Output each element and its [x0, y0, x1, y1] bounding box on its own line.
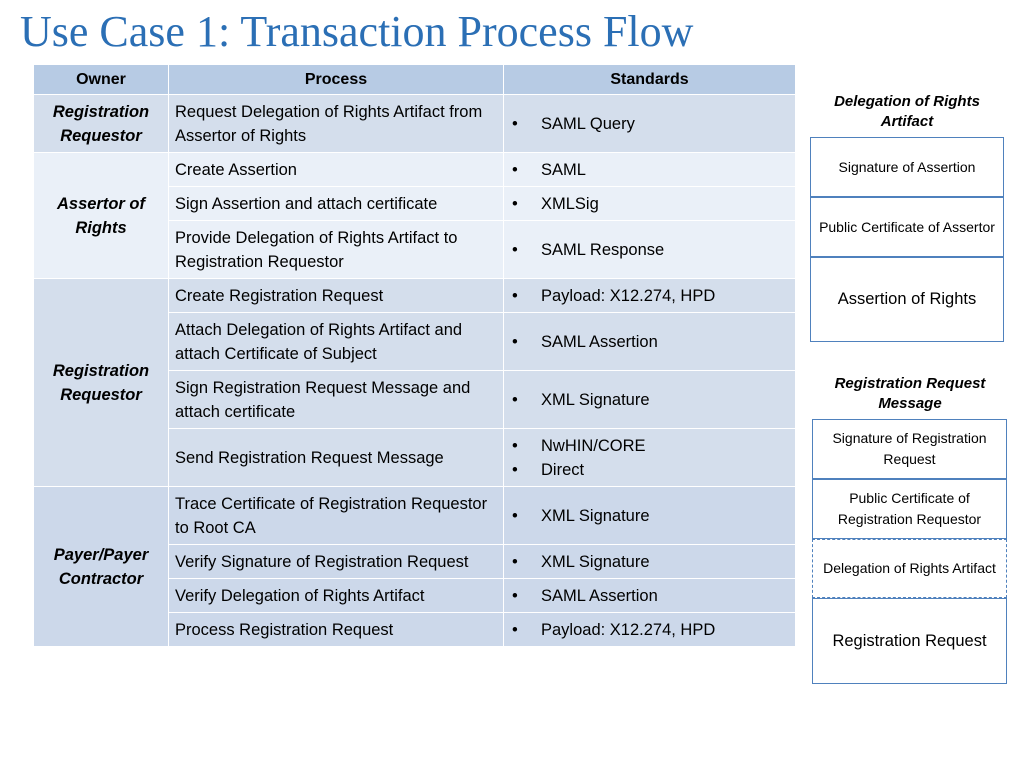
message-signature-box: Signature of Registration Request: [812, 419, 1007, 479]
process-flow-table: Owner Process Standards Registration Req…: [33, 64, 796, 647]
standard-item: SAML Assertion: [510, 584, 789, 608]
process-cell: Request Delegation of Rights Artifact fr…: [168, 94, 504, 153]
table-row: Registration Requestor Request Delegatio…: [33, 94, 796, 153]
process-cell: Attach Delegation of Rights Artifact and…: [168, 312, 504, 371]
standards-cell: SAML Query: [503, 94, 796, 153]
artifact-signature-box: Signature of Assertion: [810, 137, 1004, 197]
standard-item: Payload: X12.274, HPD: [510, 284, 789, 308]
standards-cell: XML Signature: [503, 486, 796, 545]
standard-item: XML Signature: [510, 388, 789, 412]
table-row: Verify Signature of Registration Request…: [34, 544, 796, 579]
table-row: Process Registration Request Payload: X1…: [34, 612, 796, 647]
standards-cell: SAML Assertion: [503, 578, 796, 613]
standard-item: SAML: [510, 158, 789, 182]
message-public-certificate-box: Public Certificate of Registration Reque…: [812, 479, 1007, 539]
owner-cell: Assertor of Rights: [33, 152, 169, 279]
header-standards: Standards: [503, 64, 796, 95]
process-cell: Sign Registration Request Message and at…: [168, 370, 504, 429]
standard-item: Payload: X12.274, HPD: [510, 618, 789, 642]
standard-item: XML Signature: [510, 550, 789, 574]
owner-cell: Registration Requestor: [33, 278, 169, 487]
artifact-diagram-title: Delegation of Rights Artifact: [834, 93, 980, 130]
standard-item: SAML Assertion: [510, 330, 789, 354]
standard-item: XMLSig: [510, 192, 789, 216]
standards-cell: SAML Assertion: [503, 312, 796, 371]
table-row: Provide Delegation of Rights Artifact to…: [34, 220, 796, 279]
standards-cell: SAML Response: [503, 220, 796, 279]
header-owner: Owner: [33, 64, 169, 95]
standards-cell: Payload: X12.274, HPD: [503, 278, 796, 313]
standards-cell: SAML: [503, 152, 796, 187]
process-cell: Send Registration Request Message: [168, 428, 504, 487]
standards-cell: NwHIN/CORE Direct: [503, 428, 796, 487]
process-cell: Process Registration Request: [168, 612, 504, 647]
standards-cell: Payload: X12.274, HPD: [503, 612, 796, 647]
standards-cell: XML Signature: [503, 370, 796, 429]
process-cell: Verify Signature of Registration Request: [168, 544, 504, 579]
header-process: Process: [168, 64, 504, 95]
standards-cell: XML Signature: [503, 544, 796, 579]
table-header-row: Owner Process Standards: [33, 64, 796, 95]
table-row: Attach Delegation of Rights Artifact and…: [34, 312, 796, 371]
message-delegation-artifact-box: Delegation of Rights Artifact: [812, 539, 1007, 598]
artifact-assertion-box: Assertion of Rights: [810, 257, 1004, 342]
process-cell: Provide Delegation of Rights Artifact to…: [168, 220, 504, 279]
process-cell: Verify Delegation of Rights Artifact: [168, 578, 504, 613]
artifact-public-certificate-box: Public Certificate of Assertor: [810, 197, 1004, 257]
standard-item: Direct: [510, 458, 789, 482]
process-cell: Sign Assertion and attach certificate: [168, 186, 504, 221]
table-row: Sign Registration Request Message and at…: [34, 370, 796, 429]
standard-item: SAML Query: [510, 112, 789, 136]
table-row: Verify Delegation of Rights Artifact SAM…: [34, 578, 796, 613]
owner-cell: Registration Requestor: [33, 94, 169, 153]
message-diagram-title: Registration Request Message: [834, 375, 986, 412]
table-row: Registration Requestor Create Registrati…: [33, 278, 796, 487]
table-row: Payer/Payer Contractor Trace Certificate…: [33, 486, 796, 647]
owner-cell: Payer/Payer Contractor: [33, 486, 169, 647]
page-title: Use Case 1: Transaction Process Flow: [20, 7, 694, 56]
table-row: Sign Assertion and attach certificate XM…: [34, 186, 796, 221]
standard-item: XML Signature: [510, 504, 789, 528]
process-cell: Trace Certificate of Registration Reques…: [168, 486, 504, 545]
standards-cell: XMLSig: [503, 186, 796, 221]
process-cell: Create Registration Request: [168, 278, 504, 313]
table-row: Send Registration Request Message NwHIN/…: [34, 428, 796, 487]
standard-item: SAML Response: [510, 238, 789, 262]
process-cell: Create Assertion: [168, 152, 504, 187]
standard-item: NwHIN/CORE: [510, 434, 789, 458]
table-row: Assertor of Rights Create Assertion SAML: [33, 152, 796, 279]
message-registration-request-box: Registration Request: [812, 598, 1007, 684]
